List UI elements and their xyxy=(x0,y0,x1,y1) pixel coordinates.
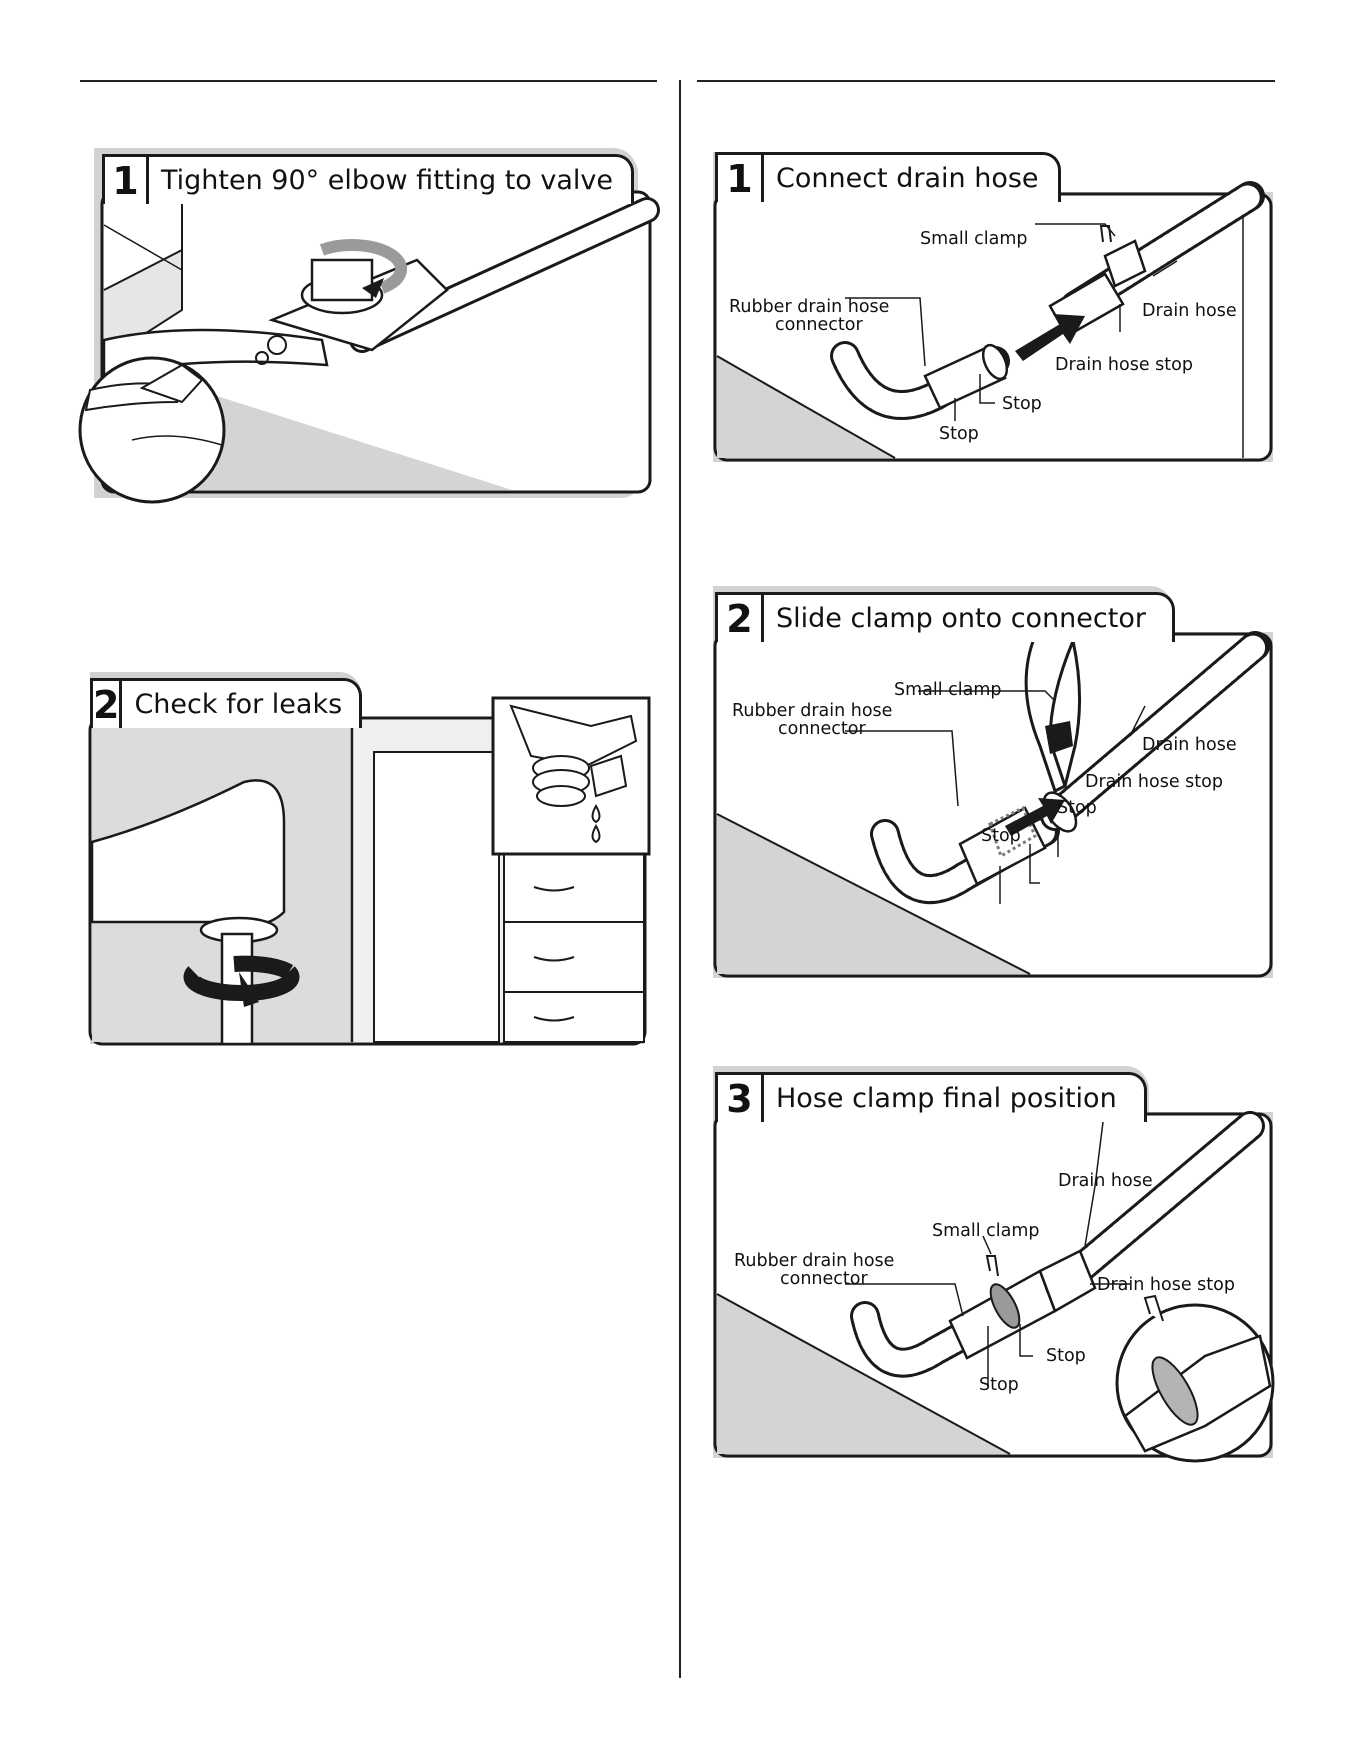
illustration-slide-clamp xyxy=(713,586,1273,978)
step-number: 2 xyxy=(93,681,123,728)
label-small-clamp: Small clamp xyxy=(894,680,1002,700)
panel-right-step-3: 3 Hose clamp final position Drain hose S… xyxy=(705,1066,1279,1466)
step-tab-right-2: 2 Slide clamp onto connector xyxy=(715,592,1175,642)
label-drain-hose: Drain hose xyxy=(1142,301,1237,321)
step-tab-right-1: 1 Connect drain hose xyxy=(715,152,1061,202)
step-title: Connect drain hose xyxy=(776,163,1039,194)
label-rubber-connector-line2: connector xyxy=(778,719,866,739)
step-number: 1 xyxy=(718,155,764,202)
illustration-connect-drain-hose xyxy=(713,152,1273,462)
panel-left-step-2: 2 Check for leaks xyxy=(84,672,659,1062)
step-number: 1 xyxy=(105,157,149,204)
label-rubber-connector-line1: Rubber drain hose xyxy=(734,1251,895,1271)
label-stop-bottom: Stop xyxy=(979,1375,1019,1395)
label-drain-hose-stop: Drain hose stop xyxy=(1085,772,1223,792)
label-stop-bottom: Stop xyxy=(981,826,1021,846)
step-title: Tighten 90° elbow fitting to valve xyxy=(161,165,613,196)
label-stop-right: Stop xyxy=(1046,1346,1086,1366)
step-tab-left-1: 1 Tighten 90° elbow fitting to valve xyxy=(102,154,634,204)
step-number: 2 xyxy=(718,595,764,642)
label-small-clamp: Small clamp xyxy=(920,229,1028,249)
label-drain-hose: Drain hose xyxy=(1058,1171,1153,1191)
step-number: 3 xyxy=(718,1075,764,1122)
label-drain-hose-stop: Drain hose stop xyxy=(1097,1275,1235,1295)
illustration-wrench-elbow-fitting xyxy=(78,148,660,504)
label-stop-right: Stop xyxy=(1057,798,1097,818)
label-rubber-connector-line2: connector xyxy=(780,1269,868,1289)
panel-right-step-1: 1 Connect drain hose Small clamp Rubber … xyxy=(705,146,1279,466)
step-title: Slide clamp onto connector xyxy=(776,603,1146,634)
step-tab-right-3: 3 Hose clamp final position xyxy=(715,1072,1147,1122)
step-title: Hose clamp final position xyxy=(776,1083,1117,1114)
label-stop-bottom: Stop xyxy=(939,424,979,444)
label-rubber-connector-line1: Rubber drain hose xyxy=(729,297,890,317)
label-small-clamp: Small clamp xyxy=(932,1221,1040,1241)
step-tab-left-2: 2 Check for leaks xyxy=(90,678,362,728)
illustration-hose-clamp-final-position xyxy=(713,1066,1275,1463)
step-title: Check for leaks xyxy=(134,689,343,720)
label-rubber-connector-line1: Rubber drain hose xyxy=(732,701,893,721)
right-column-top-rule xyxy=(697,80,1275,82)
label-drain-hose-stop: Drain hose stop xyxy=(1055,355,1193,375)
column-divider xyxy=(679,80,681,1678)
label-stop-right: Stop xyxy=(1002,394,1042,414)
panel-right-step-2: 2 Slide clamp onto connector Small clamp… xyxy=(705,586,1279,982)
inset-leak-detail xyxy=(491,696,651,856)
label-rubber-connector-line2: connector xyxy=(775,315,863,335)
label-drain-hose: Drain hose xyxy=(1142,735,1237,755)
left-column-top-rule xyxy=(80,80,657,82)
panel-left-step-1: 1 Tighten 90° elbow fitting to valve xyxy=(72,140,662,512)
